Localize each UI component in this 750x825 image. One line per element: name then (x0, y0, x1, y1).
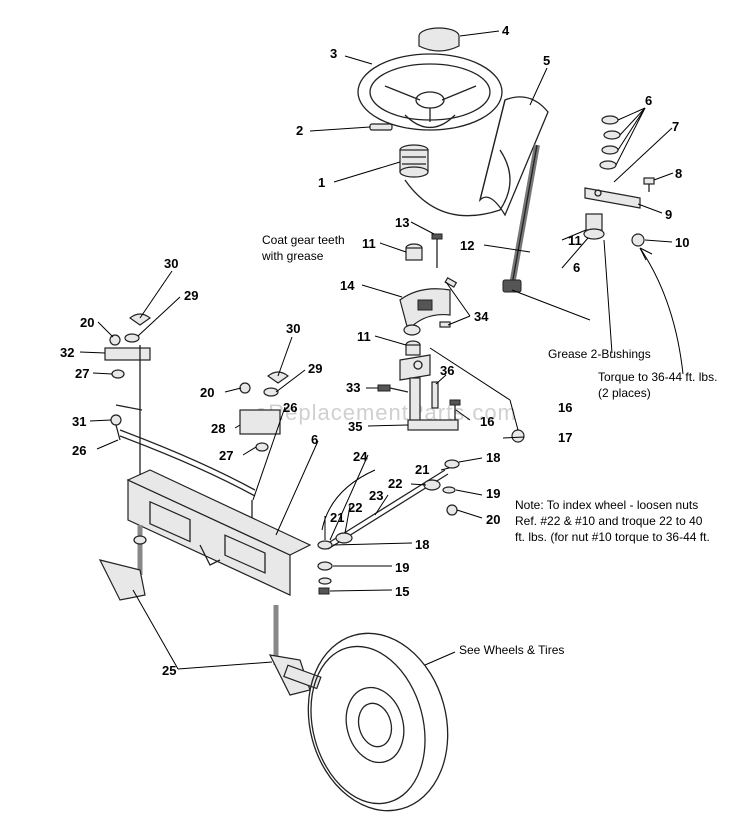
callout-33: 33 (346, 380, 360, 395)
callout-6a: 6 (645, 93, 652, 108)
ball-joint-bolt (449, 399, 461, 420)
callout-17: 17 (558, 430, 572, 445)
callout-32: 32 (60, 345, 74, 360)
gear-bushing (405, 243, 423, 261)
callout-14: 14 (340, 278, 355, 293)
notes: Coat gear teeth with grease Grease 2-Bus… (261, 233, 717, 657)
callout-2: 2 (296, 123, 303, 138)
arm-pin (431, 381, 439, 409)
callout-18a: 18 (486, 450, 500, 465)
callout-21a: 21 (415, 462, 429, 477)
steering-gear-sector (399, 288, 451, 336)
callout-8: 8 (675, 166, 682, 181)
column-bolt (643, 177, 655, 192)
callout-12: 12 (460, 238, 474, 253)
callout-11b: 11 (362, 236, 376, 251)
callout-23: 23 (369, 488, 383, 503)
callout-36: 36 (440, 363, 454, 378)
torque-note-line2: (2 places) (598, 386, 651, 400)
callout-29a: 29 (184, 288, 198, 303)
callout-21b: 21 (330, 510, 344, 525)
callout-7: 7 (672, 119, 679, 134)
bushing-washers (599, 115, 621, 170)
index-note-line2: Ref. #22 & #10 and troque 22 to 40 (515, 514, 703, 528)
callout-22b: 22 (348, 500, 362, 515)
callout-19a: 19 (486, 486, 500, 501)
callout-20c: 20 (80, 315, 94, 330)
callout-34: 34 (474, 309, 489, 324)
wheel-tire (307, 632, 449, 812)
front-axle (126, 469, 312, 596)
wheels-note: See Wheels & Tires (459, 643, 564, 657)
flange-bushing (583, 213, 605, 240)
callout-26a: 26 (72, 443, 86, 458)
roll-pin (369, 123, 393, 131)
left-spindle (98, 525, 147, 601)
callout-19b: 19 (395, 560, 409, 575)
callout-9: 9 (665, 207, 672, 222)
steering-shaft (502, 144, 540, 293)
callout-11a: 11 (568, 233, 582, 248)
right-spindle (268, 605, 322, 696)
callout-1: 1 (318, 175, 325, 190)
callout-25: 25 (162, 663, 176, 678)
callout-27b: 27 (219, 448, 233, 463)
callout-4: 4 (502, 23, 510, 38)
callout-31: 31 (72, 414, 86, 429)
leader-lines (79, 30, 684, 670)
callout-24: 24 (353, 449, 368, 464)
callout-16a: 16 (558, 400, 572, 415)
index-note-line3: ft. lbs. (for nut #10 torque to 36-44 ft… (515, 530, 710, 544)
callout-26b: 26 (283, 400, 297, 415)
callout-22a: 22 (388, 476, 402, 491)
callout-27a: 27 (75, 366, 89, 381)
callout-28: 28 (211, 421, 225, 436)
bushing-adapter (399, 144, 429, 178)
column-nut (631, 233, 645, 247)
callout-30a: 30 (164, 256, 178, 271)
arm-nut (511, 429, 525, 443)
drag-link (324, 469, 449, 550)
column-bracket (584, 187, 641, 209)
spring-pins (439, 276, 458, 328)
grease-note: Grease 2-Bushings (548, 347, 651, 361)
gear-bolt (431, 233, 443, 268)
watermark: eReplacementParts.com (255, 400, 517, 425)
callout-15: 15 (395, 584, 409, 599)
callout-10: 10 (675, 235, 689, 250)
callout-20a: 20 (486, 512, 500, 527)
callout-11c: 11 (357, 329, 371, 344)
callout-3: 3 (330, 46, 337, 61)
callout-20b: 20 (200, 385, 214, 400)
index-note-line1: Note: To index wheel - loosen nuts (515, 498, 698, 512)
callout-30b: 30 (286, 321, 300, 336)
steering-arm (399, 354, 459, 431)
right-hardware-stack (442, 459, 460, 516)
tie-rod (119, 429, 256, 497)
coat-note-line1: Coat gear teeth (262, 233, 345, 247)
callout-5: 5 (543, 53, 550, 68)
torque-note-line1: Torque to 36-44 ft. lbs. (598, 370, 717, 384)
pitman-bushing (405, 340, 421, 356)
arm-bolt (377, 384, 409, 393)
callout-numbers: 1 2 3 4 5 6 6 6 7 8 9 10 11 11 11 12 13 … (60, 23, 689, 678)
steering-wheel (357, 53, 503, 131)
callout-6b: 6 (573, 260, 580, 275)
callout-35: 35 (348, 419, 362, 434)
callout-16b: 16 (480, 414, 494, 429)
drag-link-outline (321, 469, 376, 531)
callout-29b: 29 (308, 361, 322, 376)
wheel-cap (418, 27, 460, 52)
dash-cover (404, 149, 511, 217)
left-hardware-stack (317, 540, 333, 595)
steering-column-tube (478, 96, 549, 217)
callout-18b: 18 (415, 537, 429, 552)
callout-13: 13 (395, 215, 409, 230)
callout-6c: 6 (311, 432, 318, 447)
coat-note-line2: with grease (261, 249, 324, 263)
